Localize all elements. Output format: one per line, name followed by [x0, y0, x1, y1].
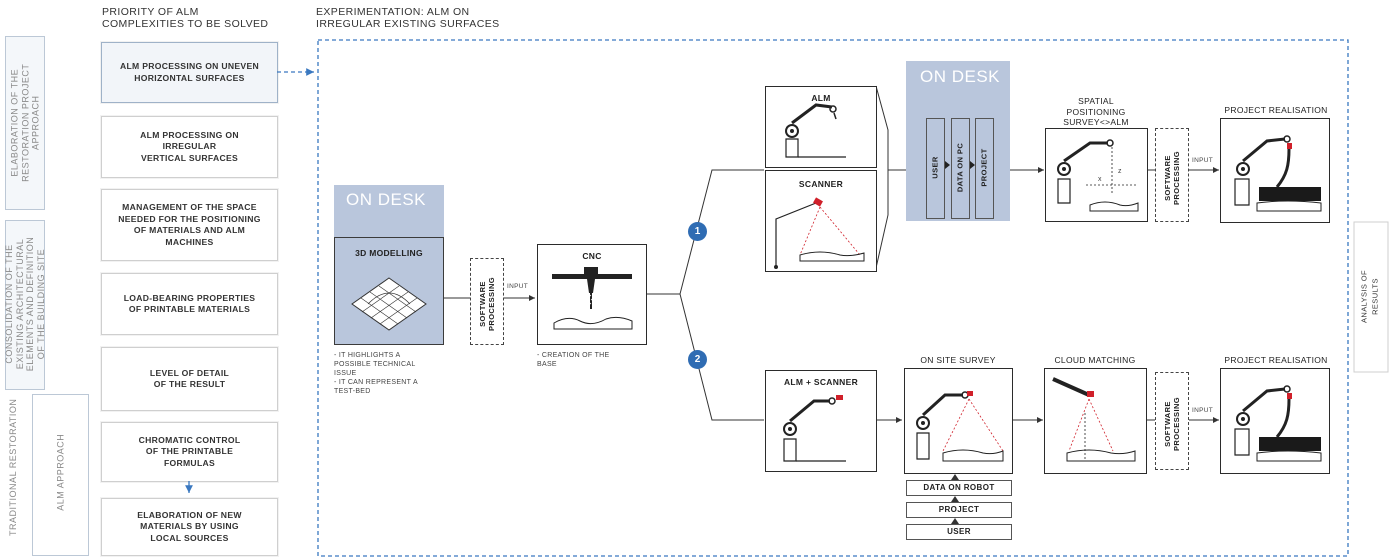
input-label-3: INPUT	[1192, 407, 1213, 414]
cnc-machine-icon	[552, 267, 633, 330]
modelling-notes: - IT HIGHLIGHTS A POSSIBLE TECHNICAL ISS…	[334, 352, 418, 395]
axis-z-label: z	[1118, 168, 1122, 175]
consolidation-side-box: CONSOLIDATION OF THE EXISTING ARCHITECTU…	[4, 220, 46, 390]
scanner-icon	[774, 197, 865, 269]
printing-robot-icon	[1234, 135, 1322, 212]
elaboration-side-box: ELABORATION OF THE RESTORATION PROJECT A…	[5, 36, 45, 210]
scanner-box: SCANNER	[765, 170, 877, 272]
project-realisation-box-2	[1220, 368, 1330, 474]
project-realisation-box-1	[1220, 118, 1330, 223]
spatial-box: z x	[1045, 128, 1148, 222]
printing-robot-icon-2	[1234, 385, 1322, 462]
desk-stack-project: PROJECT	[975, 118, 994, 219]
robot-stack-user: USER	[906, 524, 1012, 540]
on-desk-title: ON DESK	[346, 190, 427, 209]
cnc-notes: - CREATION OF THE BASE	[537, 352, 610, 368]
project-realisation-label-1: PROJECT REALISATION	[1224, 105, 1328, 115]
on-desk-title-2: ON DESK	[920, 67, 1001, 86]
alm-title: ALM	[811, 93, 831, 103]
modelling-title: 3D MODELLING	[355, 248, 423, 258]
alm-approach-box: ALM APPROACH	[32, 394, 89, 556]
input-label-2: INPUT	[1192, 157, 1213, 164]
alm-scanner-title: ALM + SCANNER	[783, 377, 859, 387]
scanner-title: SCANNER	[798, 179, 844, 189]
axis-x-label: x	[1098, 176, 1102, 183]
project-realisation-label-2: PROJECT REALISATION	[1224, 355, 1328, 365]
input-label: INPUT	[507, 283, 528, 290]
cloud-matching-icon	[1052, 377, 1136, 462]
priority-header-line: PRIORITY OF ALM	[102, 6, 199, 18]
survey-robot-icon	[916, 391, 1004, 462]
modelling-box: 3D MODELLING	[334, 237, 444, 345]
experimentation-header-line: EXPERIMENTATION: ALM ON	[316, 6, 470, 18]
spatial-survey-icon	[1057, 139, 1139, 212]
experimentation-header: EXPERIMENTATION: ALM ON IRREGULAR EXISTI…	[316, 6, 500, 30]
cloud-matching-box	[1044, 368, 1147, 474]
experimentation-frame	[317, 39, 1349, 557]
alm-box: ALM	[765, 86, 877, 168]
experimentation-header-line: IRREGULAR EXISTING SURFACES	[316, 18, 500, 30]
desk-stack-data: DATA ON PC	[951, 118, 970, 219]
robot-scanner-icon	[783, 395, 846, 462]
priority-header-line: COMPLEXITIES TO BE SOLVED	[102, 18, 269, 30]
desk-stack-arrows	[945, 161, 975, 169]
priority-header: PRIORITY OF ALM COMPLEXITIES TO BE SOLVE…	[102, 6, 268, 30]
branch-number-2: 2	[688, 350, 707, 369]
on-site-survey-label: ON SITE SURVEY	[920, 355, 996, 365]
robot-stack-data: DATA ON ROBOT	[906, 480, 1012, 496]
branch-number-1: 1	[688, 222, 707, 241]
robot-arm-icon	[785, 103, 846, 158]
cloud-matching-label: CLOUD MATCHING	[1054, 355, 1136, 365]
alm-scanner-box: ALM + SCANNER	[765, 370, 877, 472]
cnc-box: CNC	[537, 244, 647, 345]
on-site-survey-box	[904, 368, 1013, 474]
robot-stack-project: PROJECT	[906, 502, 1012, 518]
mesh-icon	[351, 277, 427, 331]
cnc-title: CNC	[582, 251, 602, 261]
desk-stack-user: USER	[926, 118, 945, 219]
